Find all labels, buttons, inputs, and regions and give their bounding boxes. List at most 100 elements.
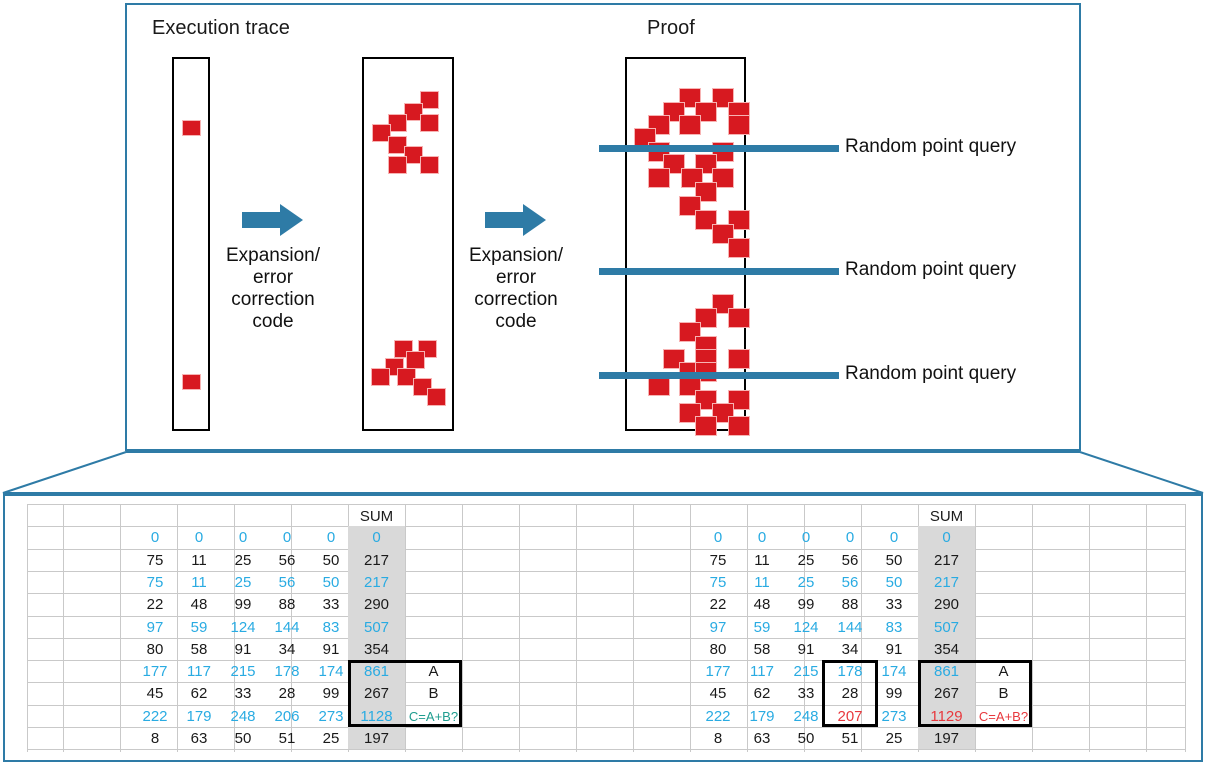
trace-square <box>182 374 201 390</box>
table-cell: 63 <box>190 730 208 747</box>
expansion-label-1: Expansion/ error correction code <box>217 245 329 333</box>
expansion-label-line: Expansion/ <box>468 245 563 266</box>
proof-square <box>728 115 750 135</box>
table-cell: 50 <box>797 730 815 747</box>
grid-vline <box>63 504 64 752</box>
grid-hline <box>27 504 1185 505</box>
grid-vline <box>1185 504 1186 752</box>
code-square <box>413 378 432 396</box>
sum-cell: 507 <box>363 618 390 636</box>
sum-cell: 861 <box>363 663 390 681</box>
proof-square <box>679 322 701 342</box>
table-cell: 97 <box>146 618 164 636</box>
table-cell: 11 <box>191 573 207 591</box>
random-point-query-line <box>599 268 839 275</box>
grid-hline <box>27 526 1185 528</box>
table-cell: 0 <box>282 529 292 547</box>
table-cell: 11 <box>191 551 207 569</box>
table-cell: 83 <box>885 618 903 636</box>
expansion-label-line: code <box>495 311 537 333</box>
table-cell: 50 <box>885 573 903 591</box>
table-cell: 11 <box>754 573 770 591</box>
table-cell: 174 <box>881 663 907 681</box>
table-cell: 177 <box>705 663 731 681</box>
table-cell: 248 <box>230 707 256 725</box>
code-square <box>372 124 391 142</box>
sum-header: SUM <box>359 508 394 525</box>
table-cell: 58 <box>190 640 208 658</box>
proof-square <box>648 376 670 396</box>
table-cell: 178 <box>837 663 863 681</box>
table-cell: 215 <box>793 663 819 681</box>
random-point-query-label: Random point query <box>845 259 1017 280</box>
table-cell: 51 <box>841 730 859 747</box>
proof-square <box>728 210 750 230</box>
table-cell: 56 <box>841 551 859 569</box>
proof-square <box>679 196 701 216</box>
table-cell: 273 <box>318 707 344 725</box>
expansion-label-2: Expansion/ error correction code <box>460 245 572 333</box>
grid-hline <box>27 637 1185 639</box>
grid-vline <box>519 504 520 752</box>
proof-square <box>695 182 717 202</box>
proof-square <box>695 416 717 436</box>
table-cell: 33 <box>797 685 815 703</box>
table-cell: 0 <box>238 529 248 547</box>
expansion-arrow-2 <box>485 204 546 236</box>
table-cell: 0 <box>150 529 160 547</box>
expansion-arrow-1 <box>242 204 303 236</box>
code-square <box>371 368 390 386</box>
grid-vline <box>747 504 748 752</box>
code-square <box>427 388 446 406</box>
table-cell: 222 <box>705 707 731 725</box>
table-cell: 33 <box>234 685 252 703</box>
grid-vline <box>804 504 805 752</box>
proof-title: Proof <box>647 17 695 39</box>
proof-square <box>728 308 750 328</box>
annotation-a: A <box>428 663 439 681</box>
table-cell: 144 <box>274 618 300 636</box>
expansion-label-line: Expansion/ <box>225 245 320 266</box>
grid-vline <box>1146 504 1147 752</box>
table-cell: 25 <box>322 730 340 747</box>
random-point-query-label: Random point query <box>845 363 1017 384</box>
table-cell: 45 <box>709 685 727 703</box>
table-cell: 179 <box>186 707 212 725</box>
code-square <box>388 136 407 154</box>
proof-square <box>695 154 717 174</box>
annotation-a: A <box>998 663 1009 681</box>
sum-cell: 507 <box>933 618 960 636</box>
grid-vline <box>1032 504 1033 752</box>
code-square <box>420 91 439 109</box>
sum-highlight-box <box>918 660 1032 727</box>
grid-vline <box>120 504 121 752</box>
table-cell: 11 <box>754 551 770 569</box>
table-cell: 99 <box>797 596 815 614</box>
table-cell: 248 <box>793 707 819 725</box>
table-cell: 22 <box>709 596 727 614</box>
sum-cell: 0 <box>942 529 951 547</box>
expansion-label-line: code <box>252 311 294 333</box>
table-cell: 75 <box>709 573 727 591</box>
annotation-c: C=A+B? <box>408 708 459 724</box>
proof-square <box>695 390 717 410</box>
sum-cell: 217 <box>933 551 960 569</box>
table-cell: 58 <box>753 640 771 658</box>
grid-hline <box>27 727 1185 728</box>
proof-square <box>634 128 656 148</box>
proof-square <box>679 88 701 108</box>
table-cell: 0 <box>889 529 899 547</box>
table-cell: 75 <box>709 551 727 569</box>
proof-square <box>695 102 717 122</box>
grid-vline <box>27 504 28 752</box>
table-cell: 177 <box>142 663 168 681</box>
grid-hline <box>27 682 1185 684</box>
sum-cell: 1128 <box>360 707 393 725</box>
trace-square <box>182 120 201 136</box>
expansion-label-line: error <box>252 267 294 289</box>
table-cell: 59 <box>753 618 771 636</box>
sum-cell: 354 <box>363 640 390 658</box>
proof-square <box>728 416 750 436</box>
table-cell: 144 <box>837 618 863 636</box>
